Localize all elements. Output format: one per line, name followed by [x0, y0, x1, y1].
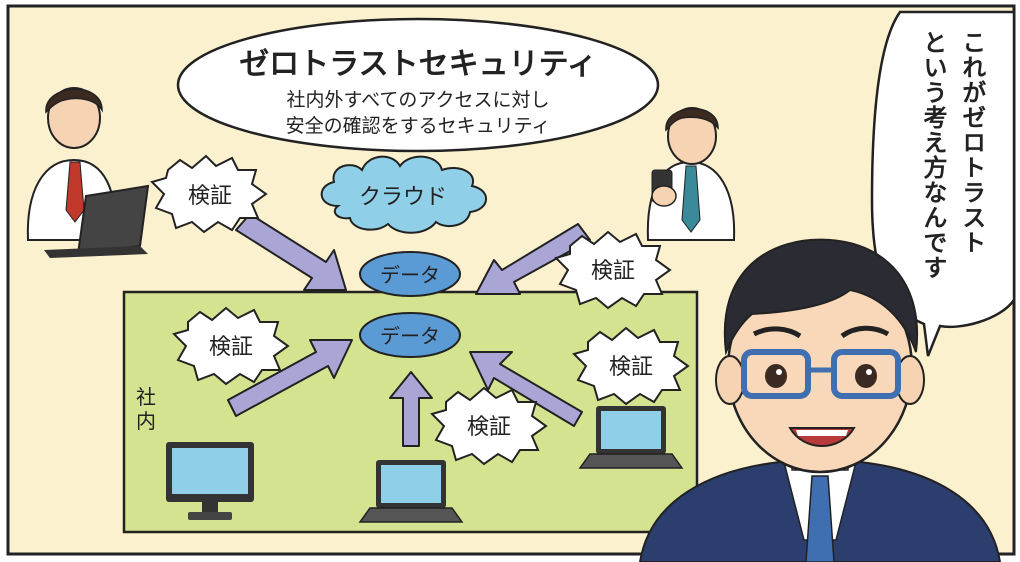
laptop-icon-right — [578, 406, 684, 469]
arrow-external-laptop — [235, 213, 347, 291]
verify-label: 検証 — [467, 415, 511, 440]
smartphone-user-figure — [646, 107, 736, 241]
glasses — [741, 349, 901, 399]
verify-label: 検証 — [209, 335, 253, 360]
verify-burst-4: 検証 — [572, 326, 690, 406]
verify-label: 検証 — [188, 184, 232, 209]
verify-label: 検証 — [609, 355, 653, 380]
data-node-office: データ — [359, 312, 461, 358]
cloud-shape: クラウド — [320, 155, 487, 234]
arrow-office-laptop-right — [469, 351, 583, 427]
office-label-char2: 内 — [136, 409, 156, 433]
arrow-office-laptop — [389, 371, 433, 447]
laptop-user-figure — [26, 87, 150, 258]
office-label: 社 内 — [136, 385, 156, 433]
speech-col-2: という考え方なんです — [919, 30, 947, 280]
access-arrows — [227, 213, 591, 447]
speech-text: これがゼロトラスト という考え方なんです — [900, 30, 1004, 320]
title-line1: 社内外すべてのアクセスに対し — [287, 89, 550, 111]
verify-label: 検証 — [591, 259, 635, 284]
data-label-office: データ — [380, 324, 440, 348]
title-bubble: ゼロトラストセキュリティ 社内外すべてのアクセスに対し 安全の確認をするセキュリ… — [176, 17, 660, 153]
arrow-office-desktop — [227, 339, 353, 417]
desktop-monitor-icon — [166, 442, 254, 520]
data-label-cloud: データ — [380, 263, 440, 287]
verify-burst-2: 検証 — [554, 230, 672, 310]
title-line2: 安全の確認をするセキュリティ — [286, 115, 551, 137]
verify-burst-3: 検証 — [172, 306, 290, 386]
presenter-character — [638, 238, 1002, 562]
speech-col-1: これがゼロトラスト — [957, 30, 986, 255]
laptop-icon-center — [358, 460, 464, 523]
data-node-cloud: データ — [359, 251, 461, 297]
title-text: ゼロトラストセキュリティ — [239, 47, 597, 82]
verify-burst-1: 検証 — [150, 154, 268, 234]
cloud-label: クラウド — [359, 185, 447, 210]
verify-burst-5: 検証 — [430, 386, 548, 466]
office-label-char1: 社 — [136, 385, 156, 409]
